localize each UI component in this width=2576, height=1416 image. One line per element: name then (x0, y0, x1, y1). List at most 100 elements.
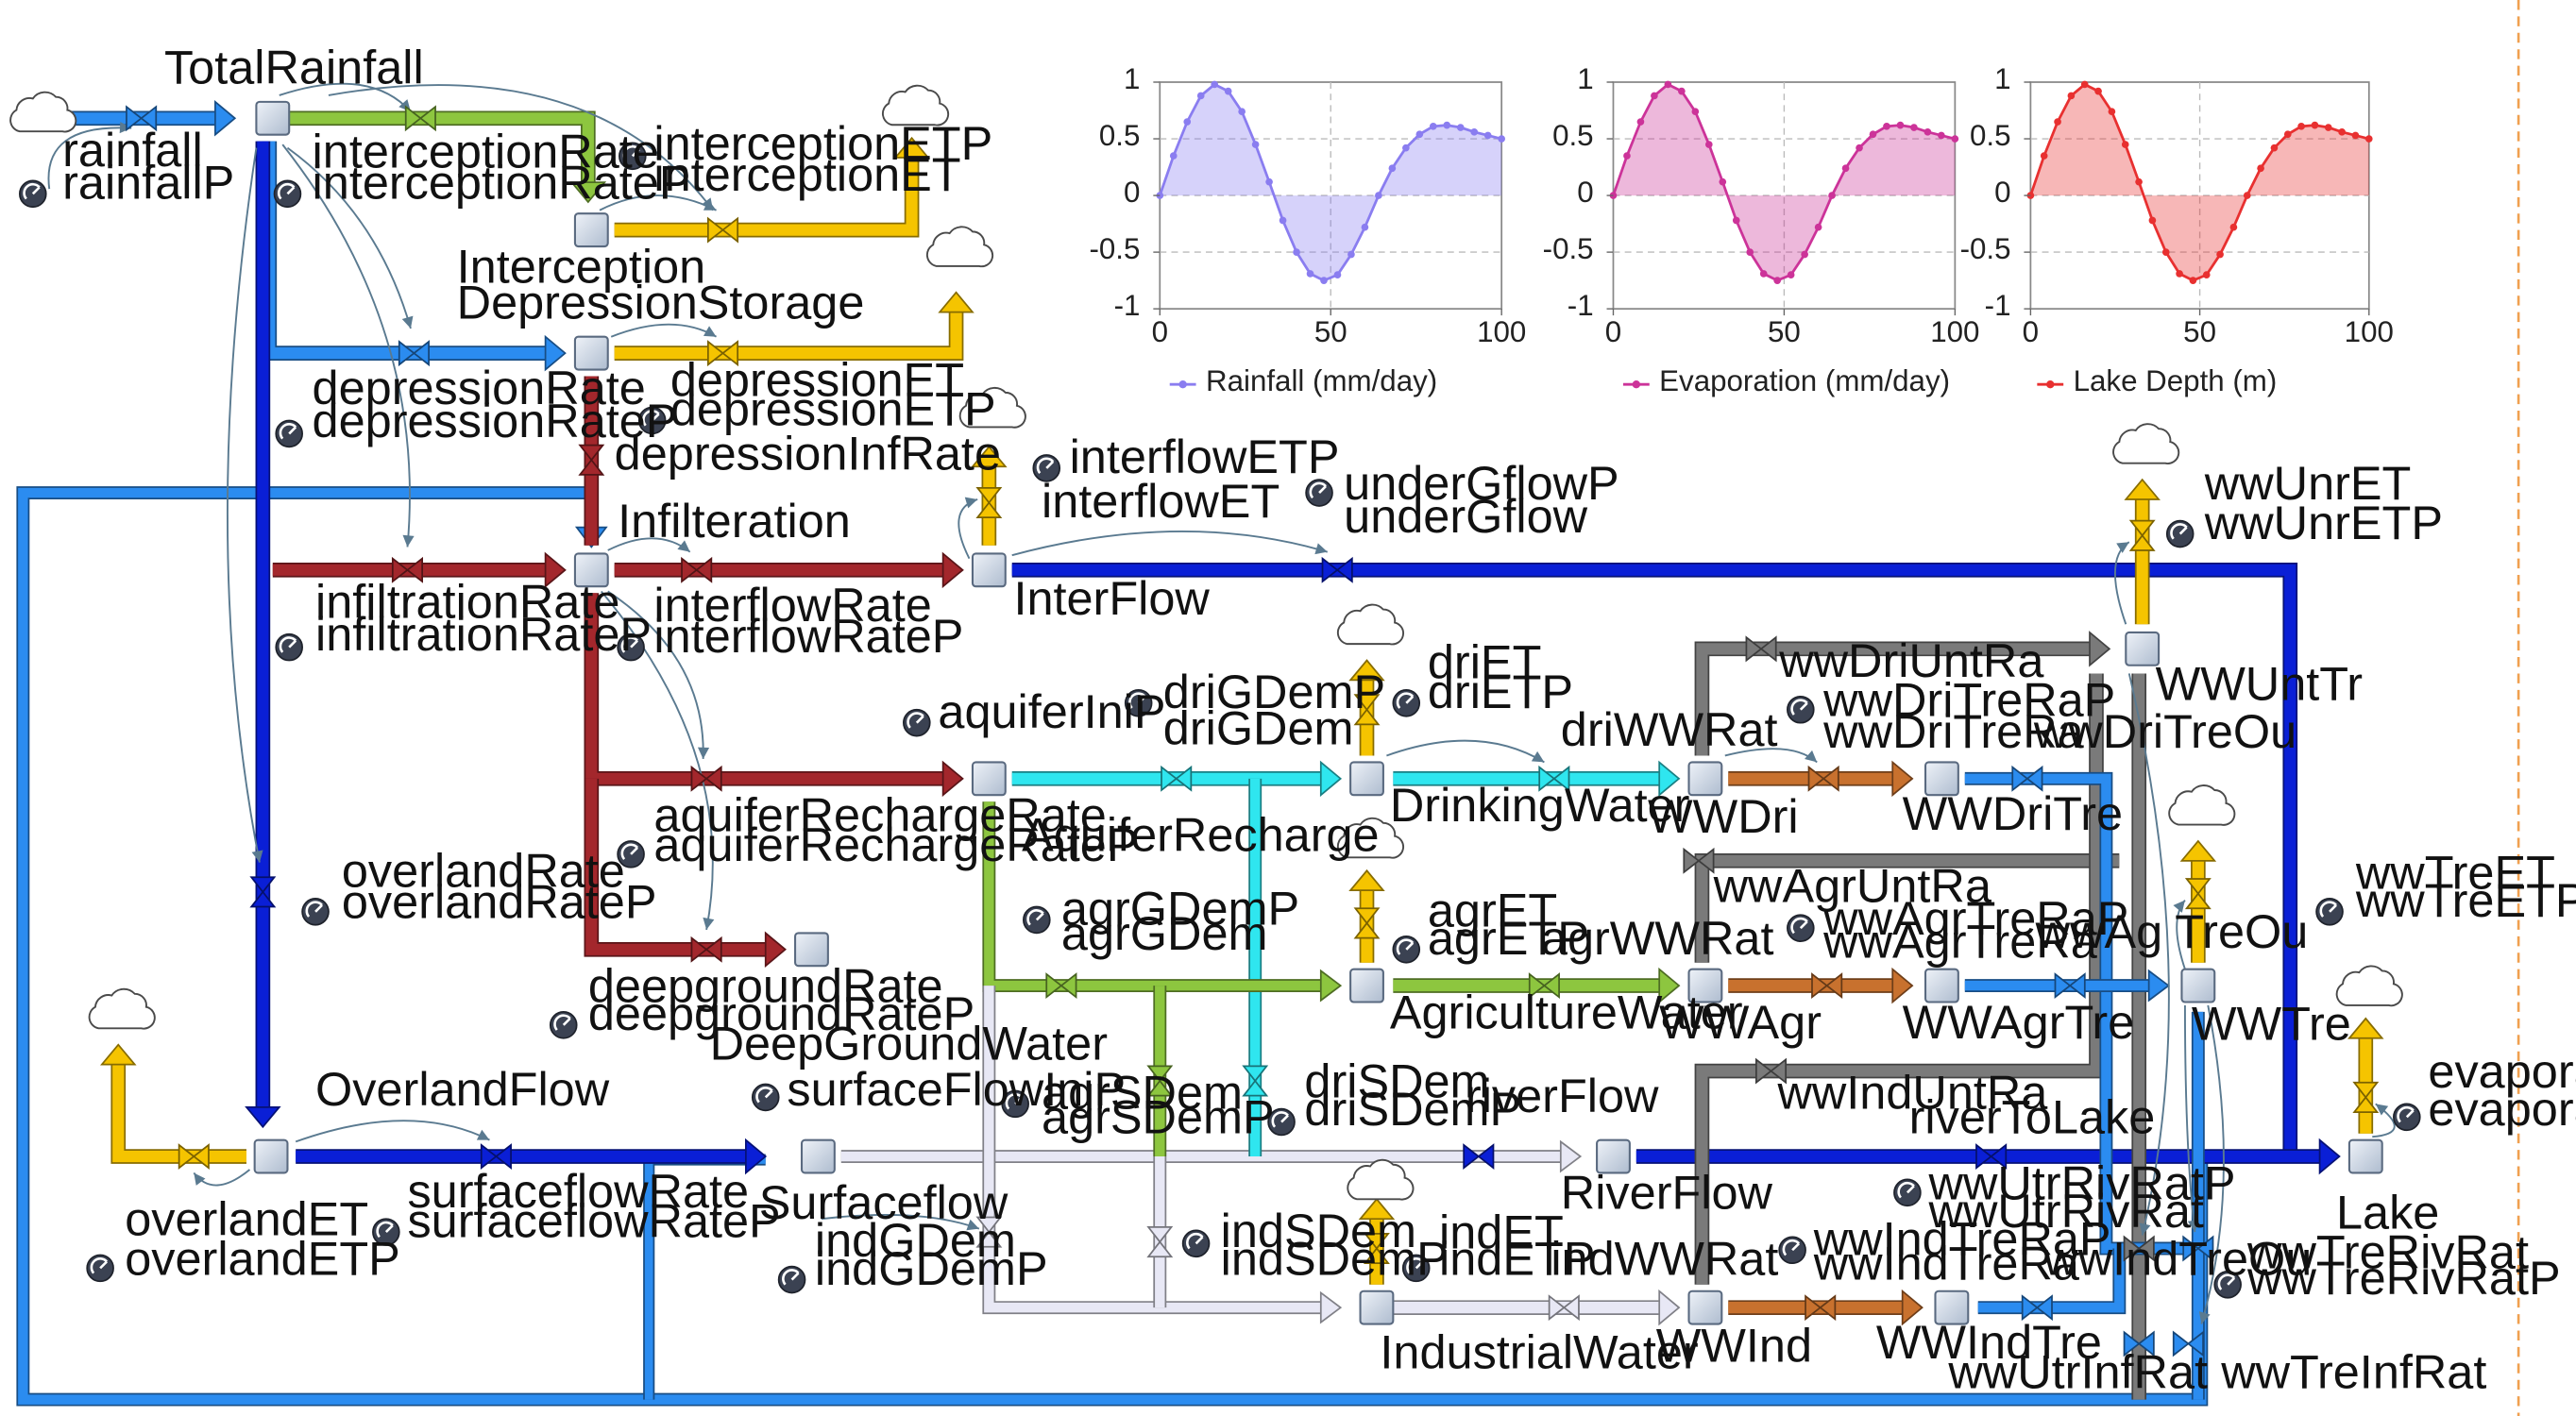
ww-dri-tre-ra-valve[interactable] (1807, 765, 1839, 792)
evaporationP-dial-icon[interactable] (2393, 1103, 2421, 1132)
underground-pipe[interactable] (1011, 562, 2298, 1157)
under-gflow-valve[interactable] (1321, 556, 1353, 583)
infiltration-rate-valve[interactable] (391, 556, 423, 583)
lake-stock[interactable] (2347, 1138, 2383, 1174)
agriculture-water-stock[interactable] (1349, 968, 1384, 1003)
industrial-water-stock[interactable] (1359, 1290, 1395, 1325)
driGDemP-dial-icon[interactable] (1124, 688, 1153, 717)
ww-ind-stock[interactable] (1687, 1290, 1723, 1325)
ww-tre-inf-rat-valve[interactable] (2172, 1330, 2204, 1357)
ind-et-valve[interactable] (1363, 1232, 1390, 1265)
river-to-lake-valve[interactable] (1975, 1143, 2008, 1171)
drinking-water-stock[interactable] (1349, 761, 1384, 797)
overland-flow-stock[interactable] (253, 1138, 289, 1174)
ww-dri-unt-ra-valve[interactable] (1745, 635, 1777, 663)
interflow-et-valve[interactable] (975, 486, 1003, 519)
wwUtrRivRatP-dial-icon[interactable] (1893, 1178, 1922, 1207)
ind-gdem-valve[interactable] (975, 1216, 1003, 1248)
river-flow-valve[interactable] (1463, 1143, 1495, 1171)
ww-ind-unt-ra-valve[interactable] (1754, 1057, 1788, 1085)
ww-agr-unt-ra-valve[interactable] (1683, 847, 1715, 874)
depressionETP-dial-icon[interactable] (637, 406, 667, 435)
surfaceFlowIniP-dial-icon[interactable] (751, 1083, 780, 1112)
wwTreETP-dial-icon[interactable] (2315, 897, 2344, 926)
river-flow-stock[interactable] (1596, 1138, 1631, 1174)
underGflowP-dial-icon[interactable] (1305, 479, 1333, 507)
dri-gdem-valve[interactable] (1161, 765, 1193, 792)
interceptionRateP-dial-icon[interactable] (273, 179, 302, 209)
aquifer-recharge-stock[interactable] (971, 761, 1007, 797)
ind-ww-pipe[interactable] (1393, 1289, 1681, 1326)
deepground-rate-valve[interactable] (690, 936, 722, 963)
ww-agr-tre-ou-valve[interactable] (2054, 972, 2086, 1000)
ww-utr-inf-rat-valve[interactable] (2123, 1330, 2155, 1357)
wwTreRivRatP-dial-icon[interactable] (2213, 1270, 2242, 1299)
ww-utr-riv-rat-valve[interactable] (2123, 1235, 2155, 1262)
ww-agr-tre-ra-valve[interactable] (1811, 972, 1843, 1000)
ww-ind-tre-ou-valve[interactable] (2021, 1294, 2053, 1322)
interflow-pipe[interactable] (614, 551, 964, 589)
interception-rate-valve[interactable] (404, 105, 436, 132)
overland-et-valve[interactable] (178, 1143, 210, 1171)
surfaceflow-pipe[interactable] (296, 1138, 768, 1175)
dri-ww-pipe[interactable] (1393, 760, 1681, 798)
infilteration-stock[interactable] (573, 552, 609, 588)
interception-stock[interactable] (573, 212, 609, 248)
interceptionETP-dial-icon[interactable] (619, 142, 647, 171)
deepground-water-stock[interactable] (794, 932, 829, 968)
agr-ww-rat-valve[interactable] (1528, 972, 1560, 1000)
aquifer-ind-pipe[interactable] (982, 986, 1343, 1324)
driSDemP-dial-icon[interactable] (1267, 1107, 1296, 1137)
interception-et-valve[interactable] (706, 216, 739, 244)
driETP-dial-icon[interactable] (1392, 688, 1421, 717)
agrSDemP-dial-icon[interactable] (1001, 1089, 1029, 1119)
ww-dri-unt-pipe[interactable] (1694, 631, 2111, 756)
evaporation-pipe[interactable] (2347, 1017, 2384, 1134)
overlandETP-dial-icon[interactable] (86, 1254, 114, 1283)
wwAgrTreRaP-dial-icon[interactable] (1787, 914, 1815, 942)
agrETP-dial-icon[interactable] (1392, 936, 1421, 964)
depression-et-valve[interactable] (706, 340, 739, 367)
deepgroundRateP-dial-icon[interactable] (549, 1011, 578, 1039)
ww-tre-riv-rat-valve[interactable] (2182, 1235, 2214, 1262)
indSDemP-dial-icon[interactable] (1181, 1229, 1211, 1258)
ww-agr-tre-pipe[interactable] (1728, 967, 1914, 1004)
infiltrationRateP-dial-icon[interactable] (275, 632, 303, 662)
overland-pipe[interactable] (245, 141, 281, 1129)
ww-tre-et-pipe[interactable] (2179, 839, 2217, 963)
surfaceflow-stock[interactable] (800, 1138, 836, 1174)
ww-dri-tre-ou-valve[interactable] (2011, 765, 2043, 792)
agr-gdem-valve[interactable] (1045, 972, 1077, 1000)
rainfallP-dial-icon[interactable] (19, 179, 47, 209)
ind-sdem-valve[interactable] (1146, 1226, 1174, 1258)
indETP-dial-icon[interactable] (1401, 1254, 1431, 1283)
evaporation-valve[interactable] (2352, 1081, 2380, 1113)
dri-et-valve[interactable] (1353, 694, 1381, 726)
dri-ww-rat-valve[interactable] (1538, 765, 1570, 792)
aquifer-recharge-valve[interactable] (690, 765, 722, 792)
ww-ind-tre-stock[interactable] (1934, 1290, 1970, 1325)
ww-dri-stock[interactable] (1687, 761, 1723, 797)
ww-ind-tre-ra-valve[interactable] (1805, 1294, 1837, 1322)
ww-unr-et-valve[interactable] (2128, 519, 2156, 551)
ww-dri-tre-stock[interactable] (1924, 761, 1959, 797)
dri-sdem-valve[interactable] (1242, 1065, 1269, 1097)
ww-agr-stock[interactable] (1687, 968, 1723, 1003)
ww-tre-stock[interactable] (2180, 968, 2216, 1003)
surfaceflowRateP-dial-icon[interactable] (372, 1218, 400, 1246)
surfaceflow-rate-valve[interactable] (480, 1143, 512, 1171)
ww-agr-tre-stock[interactable] (1924, 968, 1959, 1003)
overlandRateP-dial-icon[interactable] (301, 897, 330, 926)
interception-pipe[interactable] (289, 110, 607, 204)
depression-storage-stock[interactable] (573, 335, 609, 371)
wwIndTreRaP-dial-icon[interactable] (1778, 1236, 1806, 1265)
agr-ww-pipe[interactable] (1393, 967, 1681, 1004)
wwDriTreRaP-dial-icon[interactable] (1787, 695, 1815, 724)
agr-et-valve[interactable] (1353, 907, 1381, 939)
aquiferRechargeRateP-dial-icon[interactable] (617, 840, 645, 868)
overland-et-pipe[interactable] (100, 1043, 246, 1164)
total-rainfall-stock[interactable] (255, 100, 291, 136)
overland-rate-valve[interactable] (249, 876, 277, 908)
wwUnrETP-dial-icon[interactable] (2165, 519, 2195, 548)
ww-unt-tr-stock[interactable] (2125, 631, 2161, 666)
